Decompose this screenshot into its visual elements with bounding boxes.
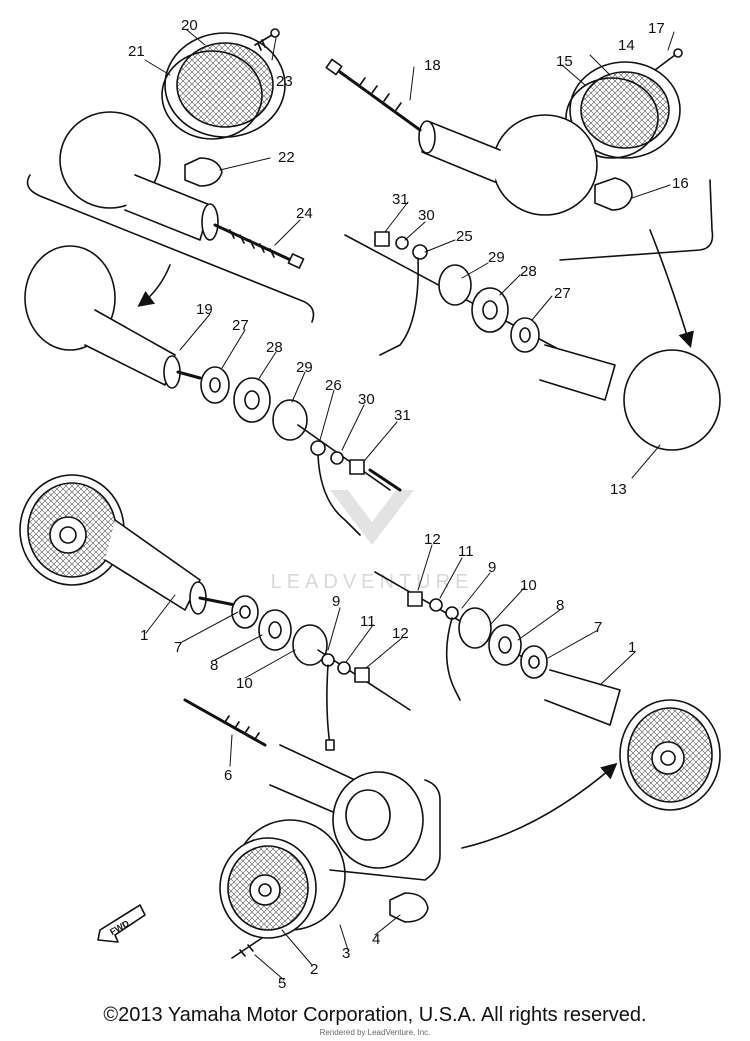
callout-11b: 11 <box>360 613 376 630</box>
callout-8b: 8 <box>210 657 218 674</box>
watermark: LEADVENTURE <box>271 490 474 593</box>
top-right-signal-assembly <box>325 48 721 451</box>
callout-2: 2 <box>310 961 318 978</box>
callout-9a: 9 <box>488 559 496 576</box>
callout-18: 18 <box>424 57 441 74</box>
callout-27a: 27 <box>554 285 571 302</box>
callout-23: 23 <box>276 73 293 90</box>
callout-12b: 12 <box>392 625 409 642</box>
watermark-text: LEADVENTURE <box>271 571 474 593</box>
callout-31a: 31 <box>392 191 409 208</box>
callout-24: 24 <box>296 205 313 222</box>
bottom-center-signal-assembly <box>183 698 441 959</box>
callout-6: 6 <box>224 767 232 784</box>
copyright-notice: ©2013 Yamaha Motor Corporation, U.S.A. A… <box>103 1004 647 1026</box>
callout-7b: 7 <box>174 639 182 656</box>
bottom-right-signal-assembly <box>374 571 721 849</box>
callout-12a: 12 <box>424 531 441 548</box>
callout-17: 17 <box>648 20 665 37</box>
callout-30b: 30 <box>358 391 375 408</box>
callout-20: 20 <box>181 17 198 34</box>
callout-3: 3 <box>342 945 350 962</box>
callout-30a: 30 <box>418 207 435 224</box>
callout-14: 14 <box>618 37 635 54</box>
callout-10b: 10 <box>236 675 253 692</box>
callout-11a: 11 <box>458 543 474 560</box>
callout-27b: 27 <box>232 317 249 334</box>
callout-8a: 8 <box>556 597 564 614</box>
bottom-left-signal-assembly <box>19 474 411 751</box>
callout-15: 15 <box>556 53 573 70</box>
render-credit: Rendered by LeadVenture, Inc. <box>319 1028 431 1037</box>
top-left-signal-assembly <box>24 28 402 536</box>
callout-10a: 10 <box>520 577 537 594</box>
fwd-arrow <box>97 904 146 943</box>
callout-13: 13 <box>610 481 627 498</box>
callout-31b: 31 <box>394 407 411 424</box>
callout-28b: 28 <box>266 339 283 356</box>
callout-26: 26 <box>325 377 342 394</box>
callout-29a: 29 <box>488 249 505 266</box>
callout-5: 5 <box>278 975 286 992</box>
callout-19: 19 <box>196 301 213 318</box>
callout-29b: 29 <box>296 359 313 376</box>
callout-22: 22 <box>278 149 295 166</box>
callout-labels: 20 21 23 22 24 18 14 15 17 16 31 30 25 2… <box>108 17 689 992</box>
callout-7a: 7 <box>594 619 602 636</box>
callout-4: 4 <box>372 931 380 948</box>
callout-16: 16 <box>672 175 689 192</box>
leader-lines <box>144 29 675 981</box>
callout-28a: 28 <box>520 263 537 280</box>
callout-1b: 1 <box>140 627 148 644</box>
callout-9b: 9 <box>332 593 340 610</box>
callout-1a: 1 <box>628 639 636 656</box>
callout-25: 25 <box>456 228 473 245</box>
callout-21: 21 <box>128 43 145 60</box>
